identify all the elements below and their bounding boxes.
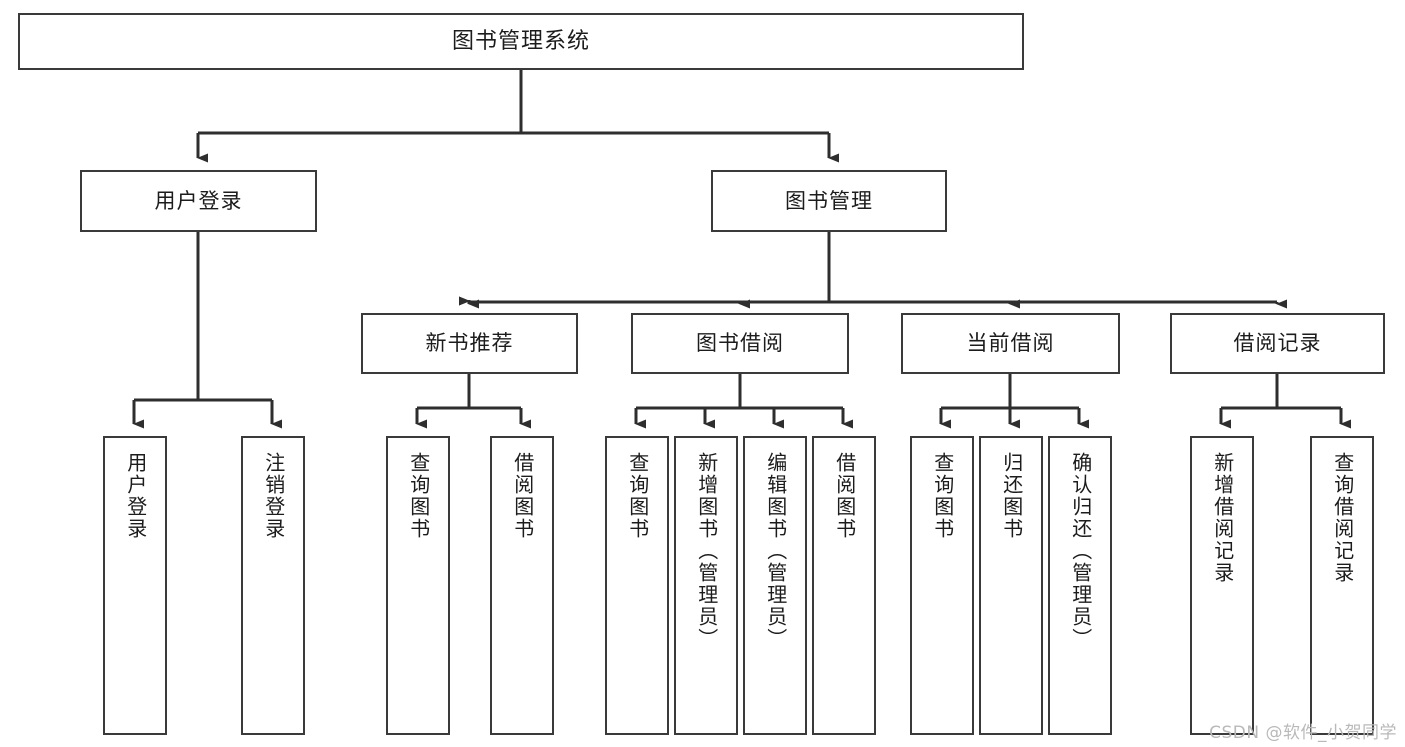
- leaf-query-borrow-record[interactable]: 查询借阅记录: [1310, 436, 1374, 735]
- node-label: 用户登录: [123, 452, 148, 540]
- leaf-edit-book-admin[interactable]: 编辑图书（管理员）: [743, 436, 807, 735]
- node-label: 查询借阅记录: [1330, 452, 1355, 584]
- node-label: 新增借阅记录: [1210, 452, 1235, 584]
- leaf-confirm-return-admin[interactable]: 确认归还（管理员）: [1048, 436, 1112, 735]
- node-label: 当前借阅: [966, 331, 1055, 356]
- node-borrow-record[interactable]: 借阅记录: [1170, 313, 1385, 374]
- node-root-library-system[interactable]: 图书管理系统: [18, 13, 1024, 70]
- leaf-add-borrow-record[interactable]: 新增借阅记录: [1190, 436, 1254, 735]
- node-label: 归还图书: [999, 452, 1024, 540]
- leaf-return-book[interactable]: 归还图书: [979, 436, 1043, 735]
- node-label: 借阅图书: [510, 452, 535, 540]
- node-new-book-recommend[interactable]: 新书推荐: [361, 313, 578, 374]
- node-book-borrow[interactable]: 图书借阅: [631, 313, 849, 374]
- node-label: 用户登录: [154, 188, 243, 213]
- node-label: 借阅图书: [832, 452, 857, 540]
- node-label: 新增图书（管理员）: [694, 452, 719, 650]
- node-label: 注销登录: [261, 452, 286, 540]
- node-label: 图书借阅: [696, 331, 784, 356]
- watermark: CSDN @软件_小贺同学: [1209, 723, 1397, 743]
- node-label: 查询图书: [625, 452, 650, 540]
- node-label: 查询图书: [406, 452, 431, 540]
- leaf-query-book-borrow[interactable]: 查询图书: [605, 436, 669, 735]
- leaf-query-book-new[interactable]: 查询图书: [386, 436, 450, 735]
- leaf-user-logout[interactable]: 注销登录: [241, 436, 305, 735]
- node-label: 编辑图书（管理员）: [763, 452, 788, 650]
- node-label: 图书管理: [785, 188, 873, 213]
- node-book-management[interactable]: 图书管理: [711, 170, 947, 232]
- leaf-borrow-book-new[interactable]: 借阅图书: [490, 436, 554, 735]
- node-label: 确认归还（管理员）: [1068, 452, 1093, 650]
- node-label: 查询图书: [930, 452, 955, 540]
- leaf-add-book-admin[interactable]: 新增图书（管理员）: [674, 436, 738, 735]
- node-label: 新书推荐: [425, 331, 514, 356]
- leaf-user-login[interactable]: 用户登录: [103, 436, 167, 735]
- node-user-login[interactable]: 用户登录: [80, 170, 317, 232]
- leaf-query-book-current[interactable]: 查询图书: [910, 436, 974, 735]
- leaf-borrow-book[interactable]: 借阅图书: [812, 436, 876, 735]
- node-label: 借阅记录: [1233, 331, 1322, 356]
- node-current-borrow[interactable]: 当前借阅: [901, 313, 1120, 374]
- node-label: 图书管理系统: [451, 28, 590, 54]
